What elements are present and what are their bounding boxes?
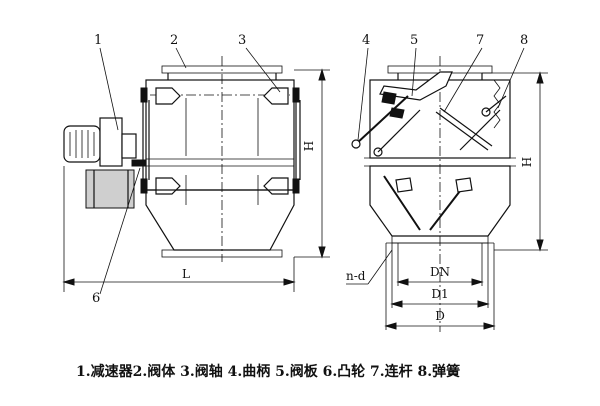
- callout-1: 1: [94, 33, 102, 48]
- callout-7: 7: [476, 33, 484, 48]
- callout-5: 5: [410, 33, 418, 48]
- callout-2: 2: [170, 33, 178, 48]
- right-callouts: 4 5 7 8: [357, 33, 528, 141]
- bottom-flange: [161, 249, 283, 258]
- callout-6: 6: [92, 291, 100, 306]
- left-callouts: 1 2 3 6: [92, 33, 281, 306]
- callout-3: 3: [238, 33, 246, 48]
- d-label: D: [435, 309, 445, 323]
- caption: 1.减速器2.阀体 3.阀轴 4.曲柄 5.阀板 6.凸轮 7.连杆 8.弹簧: [76, 363, 460, 380]
- callout-8: 8: [520, 33, 528, 48]
- left-length-label: L: [182, 267, 190, 281]
- dn-label: DN: [430, 265, 450, 279]
- right-height-label: H: [520, 157, 534, 167]
- left-height-label: H: [302, 141, 316, 151]
- right-view: H DN D1 D n-d: [346, 56, 548, 332]
- callout-4: 4: [362, 33, 370, 48]
- bolt-holes-label: n-d: [346, 269, 366, 283]
- reducer: [63, 117, 147, 209]
- left-view: H L: [62, 56, 330, 292]
- d1-label: D1: [431, 287, 448, 301]
